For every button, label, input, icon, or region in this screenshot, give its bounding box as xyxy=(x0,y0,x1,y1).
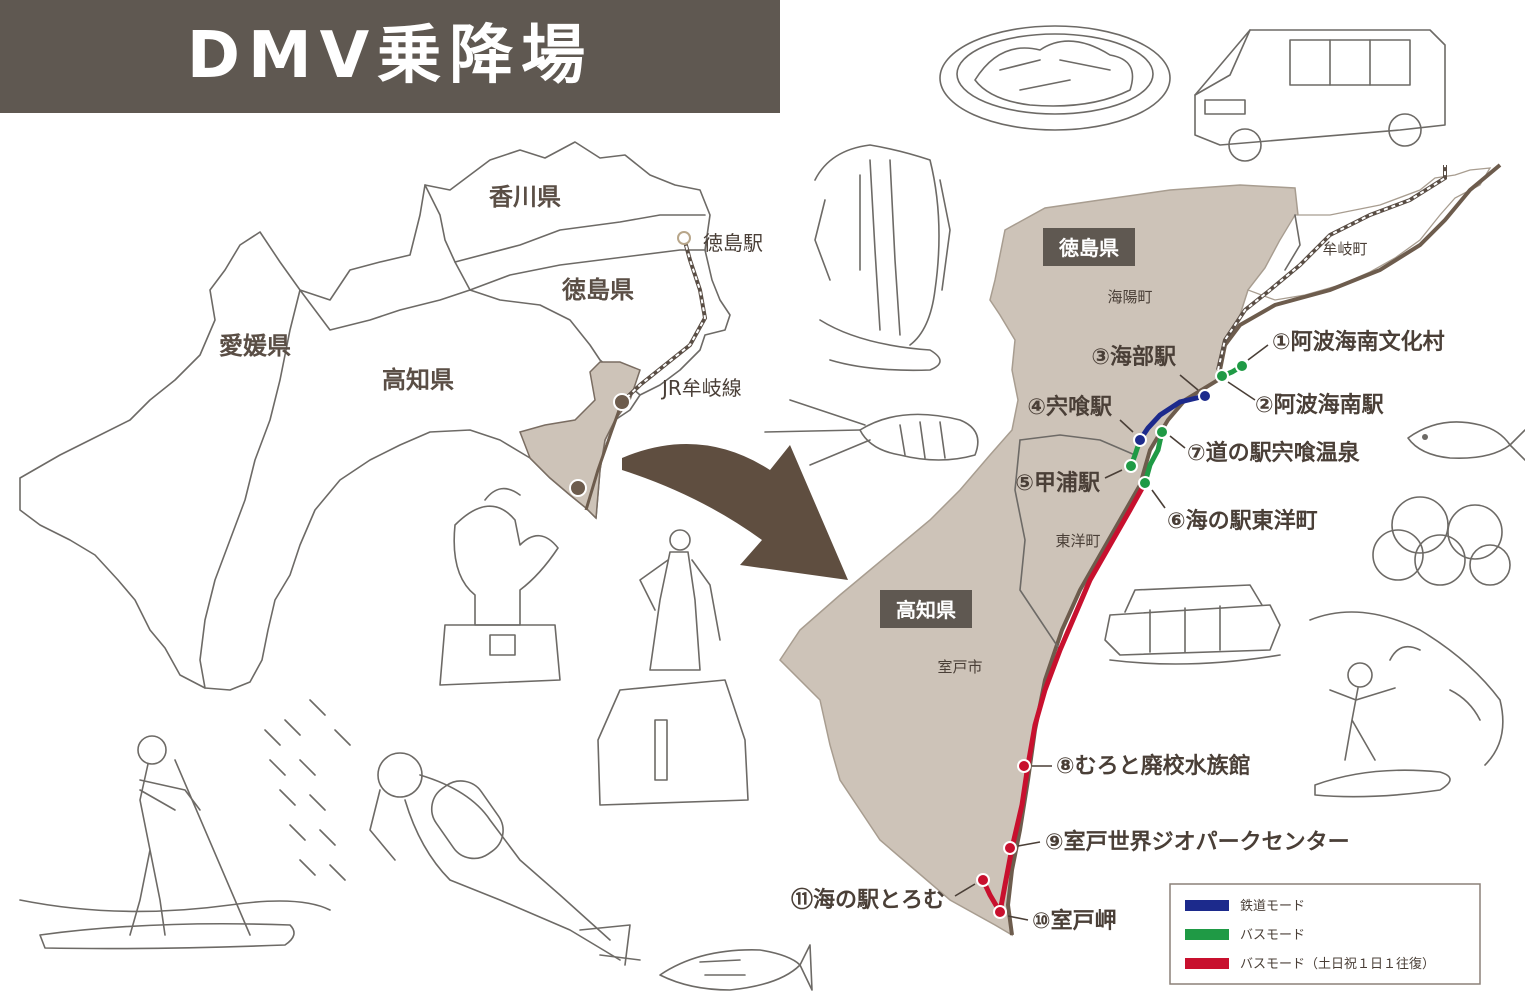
legend: 鉄道モード バスモード バスモード（土日祝１日１往復） xyxy=(1169,883,1481,985)
legend-label-bus: バスモード xyxy=(1240,928,1305,943)
label-kagawa: 香川県 xyxy=(489,183,561,211)
town-kaiyo: 海陽町 xyxy=(1107,288,1152,306)
stop-marker-8[interactable] xyxy=(1017,759,1031,773)
citrus-illustration xyxy=(1372,496,1511,586)
whale-tail-monument-illustration xyxy=(439,487,561,686)
stop-marker-10[interactable] xyxy=(993,905,1007,919)
stop-marker-7[interactable] xyxy=(1155,425,1169,439)
fish-illustration xyxy=(1407,421,1525,461)
zoom-arrow xyxy=(622,444,848,580)
legend-swatch-bus-weekend xyxy=(1185,958,1229,969)
overview-map: 香川県 徳島県 愛媛県 高知県 徳島駅 JR牟岐線 xyxy=(19,141,763,691)
page-title: DMV乗降場 xyxy=(186,19,594,93)
surfer-illustration xyxy=(1309,611,1504,798)
stop-label-5[interactable]: ⑤甲浦駅 xyxy=(1015,470,1100,496)
stop-label-3[interactable]: ③海部駅 xyxy=(1091,344,1176,370)
box-tokushima-label: 徳島県 xyxy=(1058,236,1119,260)
label-tokushima-station: 徳島駅 xyxy=(703,231,763,255)
stop-label-1[interactable]: ①阿波海南文化村 xyxy=(1272,329,1445,355)
stop-label-9[interactable]: ⑨室戸世界ジオパークセンター xyxy=(1045,829,1350,855)
box-kochi xyxy=(880,590,972,628)
paddleboarder-illustration xyxy=(19,735,331,950)
stop-marker-5[interactable] xyxy=(1124,459,1138,473)
stop-marker-6[interactable] xyxy=(1138,476,1152,490)
stop-label-10[interactable]: ⑩室戸岬 xyxy=(1032,908,1117,934)
title-bar: DMV乗降場 xyxy=(0,0,780,113)
stop-marker-11[interactable] xyxy=(976,873,990,887)
stop-marker-3[interactable] xyxy=(1198,389,1212,403)
route-rail-mode xyxy=(1137,393,1208,443)
legend-swatch-rail xyxy=(1185,900,1229,911)
stop-label-11[interactable]: ⑪海の駅とろむ xyxy=(791,887,945,913)
box-kochi-label: 高知県 xyxy=(896,598,956,622)
stop-label-2[interactable]: ②阿波海南駅 xyxy=(1255,392,1384,418)
glass-bottom-boat-illustration xyxy=(1104,584,1281,665)
town-muroto: 室戸市 xyxy=(937,658,982,676)
muroto-marker xyxy=(569,479,587,497)
bonito-illustration xyxy=(659,944,813,991)
scuba-diver-illustration xyxy=(369,752,641,966)
detail-land xyxy=(779,184,1299,937)
label-tokushima: 徳島県 xyxy=(561,276,634,304)
stop-label-6[interactable]: ⑥海の駅東洋町 xyxy=(1167,508,1318,534)
town-mugi: 牟岐町 xyxy=(1322,240,1367,258)
stop-marker-4[interactable] xyxy=(1133,433,1147,447)
tokushima-station-marker xyxy=(677,231,691,245)
town-toyo: 東洋町 xyxy=(1055,532,1100,550)
route-weekend-bus-mode xyxy=(980,480,1148,920)
stop-marker-9[interactable] xyxy=(1003,841,1017,855)
waterfall-illustration xyxy=(814,144,951,372)
legend-swatch-bus xyxy=(1185,929,1229,940)
lobster-illustration xyxy=(764,399,979,466)
label-kochi: 高知県 xyxy=(382,366,454,394)
stop-label-7[interactable]: ⑦道の駅宍喰温泉 xyxy=(1187,440,1361,466)
samurai-statue-illustration xyxy=(597,529,749,806)
legend-label-bus-weekend: バスモード（土日祝１日１往復） xyxy=(1240,956,1435,972)
dmv-bus-illustration xyxy=(1194,29,1446,162)
awa-kainan-marker xyxy=(613,393,631,411)
stop-label-8[interactable]: ⑧むろと廃校水族館 xyxy=(1056,753,1251,779)
label-ehime: 愛媛県 xyxy=(219,332,291,360)
label-jr-mugi-line: JR牟岐線 xyxy=(660,376,742,400)
stop-marker-1[interactable] xyxy=(1235,359,1249,373)
sashimi-plate-illustration xyxy=(939,25,1171,131)
sardine-school-illustration xyxy=(264,699,351,881)
detail-map: 徳島県 高知県 海陽町 牟岐町 東洋町 室戸市 ①阿波海南文化村 ②阿波海南駅 … xyxy=(779,163,1502,937)
stop-marker-2[interactable] xyxy=(1215,369,1229,383)
stop-label-4[interactable]: ④宍喰駅 xyxy=(1027,394,1112,420)
legend-label-rail: 鉄道モード xyxy=(1240,899,1305,914)
box-tokushima xyxy=(1043,228,1135,266)
